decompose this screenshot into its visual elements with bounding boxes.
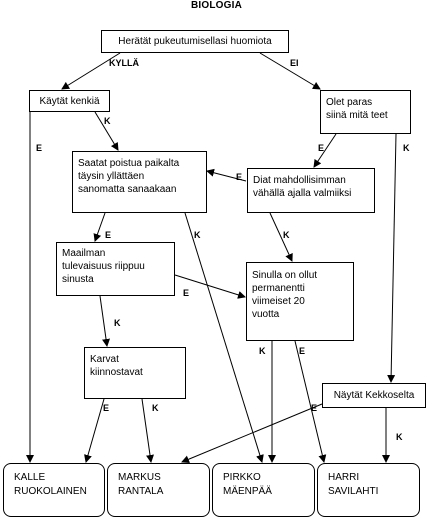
arrow-future-to-hair (99, 295, 110, 347)
node-eat: Diat mahdollisimman vähällä ajalla valmi… (247, 168, 375, 213)
result-kalle: KALLE RUOKOLAINEN (3, 463, 105, 517)
result-markus: MARKUS RANTALA (107, 463, 210, 517)
label-permanent-k: K (259, 346, 266, 356)
label-ei: EI (290, 58, 299, 68)
label-leave-k: K (194, 230, 201, 240)
node-kekkonen: Näytät Kekkoselta (322, 383, 426, 408)
label-permanent-e: E (299, 346, 306, 356)
label-kekkonen-e: E (311, 403, 318, 413)
arrow-leave-to-future (93, 212, 106, 242)
label-hair-k: K (152, 403, 159, 413)
label-future-k: K (114, 318, 121, 328)
label-kekkonen-k: K (396, 432, 403, 442)
label-best-k: K (403, 143, 410, 153)
node-start: Herätät pukeutumisellasi huomiota (101, 30, 289, 53)
node-best: Olet paras siinä mitä teet (320, 90, 411, 134)
node-shoes: Käytät kenkiä (29, 90, 110, 112)
node-permanent: Sinulla on ollut permanentti viimeiset 2… (246, 262, 354, 341)
arrow-eat-to-leave (206, 168, 247, 182)
node-future: Maailman tulevaisuus riippuu sinusta (56, 242, 175, 296)
arrow-kekkonen-to-markus (181, 403, 323, 464)
arrow-start-to-best (259, 52, 321, 90)
arrow-best-to-eat (313, 133, 337, 168)
arrow-best-to-kekkonen (387, 133, 397, 383)
result-pirkko: PIRKKO MÄENPÄÄ (212, 463, 315, 517)
label-eat-k: K (283, 230, 290, 240)
label-shoes-k: K (104, 116, 111, 126)
arrow-permanent-to-harri (294, 340, 327, 463)
label-leave-e: E (105, 230, 112, 240)
label-shoes-e: E (36, 143, 43, 153)
node-hair: Karvat kiinnostavat (84, 347, 186, 399)
node-leave: Saatat poistua paikalta täysin yllättäen… (72, 151, 207, 213)
arrow-shoes-to-leave (94, 111, 119, 151)
arrow-hair-to-markus (141, 398, 154, 463)
arrow-eat-to-permanent (269, 212, 293, 262)
label-best-e: E (318, 143, 325, 153)
result-harri: HARRI SAVILAHTI (317, 463, 420, 517)
arrow-hair-to-kalle (84, 398, 105, 463)
label-hair-e: E (103, 403, 110, 413)
label-kylla: KYLLÄ (109, 58, 139, 68)
arrow-start-to-shoes (61, 52, 121, 90)
arrow-leave-to-pirkko (184, 212, 264, 463)
diagram-title: BIOLOGIA (190, 0, 243, 11)
label-eat-e: E (236, 172, 243, 182)
label-future-e: E (183, 288, 190, 298)
arrow-future-to-permanent (174, 274, 246, 299)
